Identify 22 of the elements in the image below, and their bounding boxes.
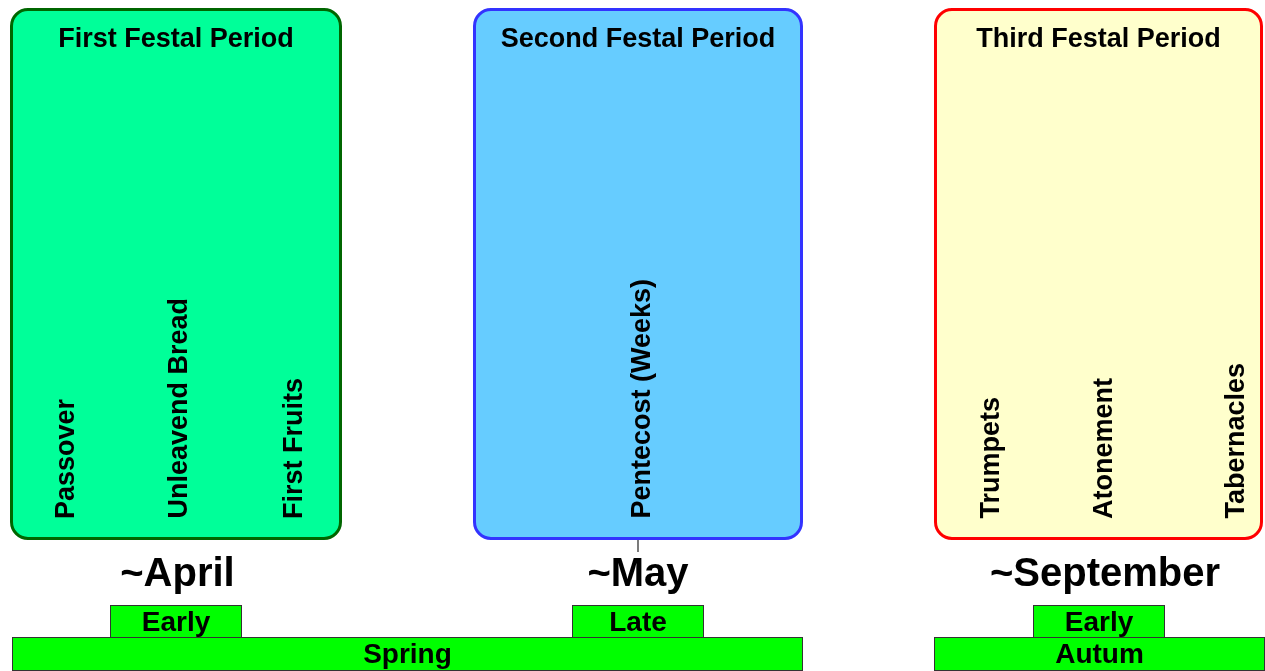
season-bar: Early [1033,605,1165,638]
feast-name: Tabernacles [1221,363,1249,519]
month-label: ~September [988,552,1222,592]
feast-name: Passover [51,398,79,519]
feast-name: First Fruits [279,378,307,519]
season-bar: Late [572,605,704,638]
month-label: ~April [119,552,236,592]
season-bar: Early [110,605,242,638]
panel-title: First Festal Period [57,22,295,55]
period-panel [473,8,803,540]
panel-title: Third Festal Period [975,22,1222,55]
panel-title: Second Festal Period [499,22,777,55]
feast-name: Atonement [1089,378,1117,519]
season-bar: Autum [934,637,1265,671]
month-label: ~May [570,552,706,592]
feast-name: Unleavend Bread [164,298,192,519]
period-panel [934,8,1263,540]
season-bar: Spring [12,637,803,671]
connector-line [637,539,639,553]
feast-name: Pentecost (Weeks) [627,279,655,519]
period-panel [10,8,342,540]
feast-name: Trumpets [976,397,1004,519]
